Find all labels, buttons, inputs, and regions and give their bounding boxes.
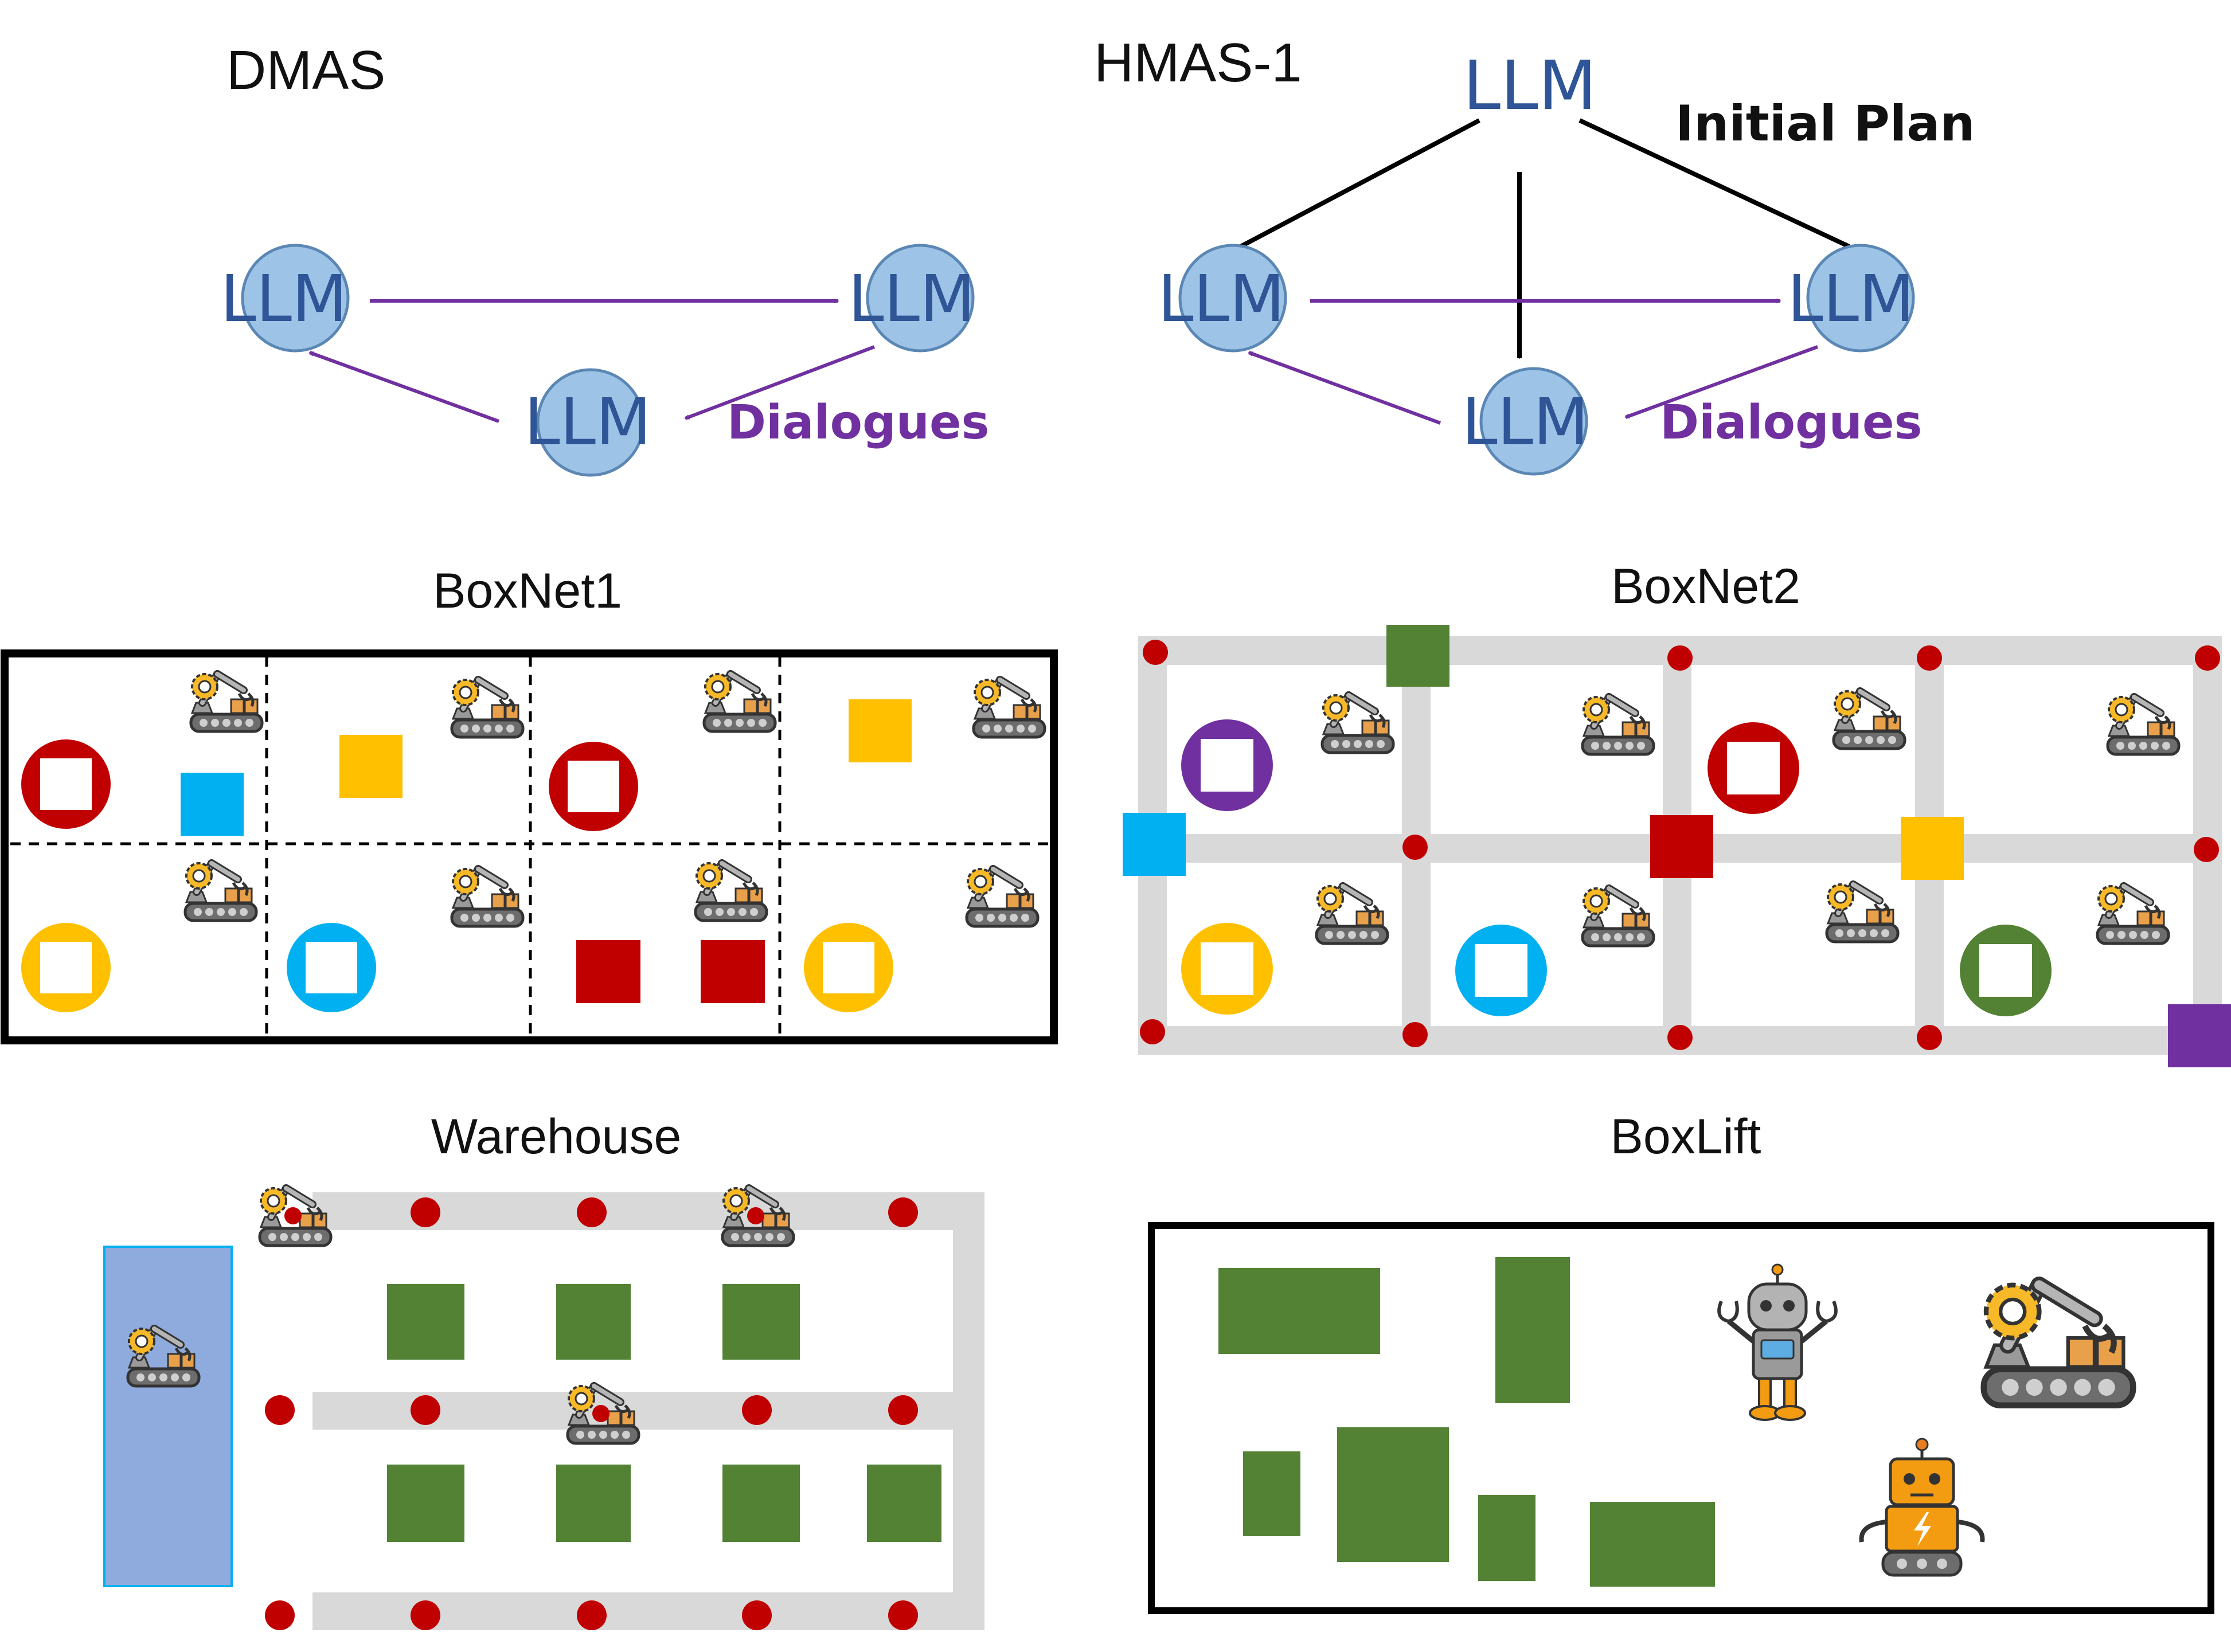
boxnet1-box-red-1	[576, 940, 640, 1003]
warehouse-loading-zone	[103, 1246, 233, 1587]
hmas-edge-right-bottom	[1626, 345, 1819, 419]
dmas-node-left-label: LLM	[220, 262, 347, 336]
boxnet2-panel: BoxNet2	[1123, 559, 2231, 1067]
boxnet1-box-blue	[181, 773, 244, 836]
robot-arm-icon	[2097, 886, 2169, 944]
robot-arm-icon	[1834, 691, 1905, 749]
hmas-dialogues-label: Dialogues	[1660, 396, 1922, 450]
boxnet2-box-purple	[2168, 1004, 2231, 1067]
hmas-title: HMAS-1	[1094, 32, 1302, 93]
warehouse-title: Warehouse	[431, 1109, 682, 1164]
boxnet1-box-yellow-2	[849, 699, 912, 762]
warehouse-shelves	[387, 1284, 941, 1542]
robot-arm-icon	[1583, 888, 1654, 946]
dmas-node-bottom-label: LLM	[524, 385, 651, 460]
hmas-node-left: LLM	[1158, 244, 1287, 353]
boxnet1-target-yellow-1	[21, 923, 111, 1012]
hmas-plan-arrow-right	[1578, 118, 1850, 249]
warehouse-panel: Warehouse	[103, 1109, 984, 1630]
dmas-node-right: LLM	[848, 244, 975, 353]
dmas-node-bottom: LLM	[524, 368, 651, 477]
humanoid-robot-icon	[1717, 1263, 1838, 1421]
robot-arm-icon	[1827, 884, 1898, 942]
boxnet1-target-red-2	[549, 742, 638, 831]
boxnet2-nodes	[1140, 640, 2220, 1050]
dmas-edge-right-bottom	[685, 345, 876, 420]
hmas-diagram: HMAS-1 LLM Initial Plan LLM LLM LLM Dial…	[1094, 32, 1975, 476]
boxnet2-box-blue	[1123, 813, 1186, 876]
hmas-node-left-label: LLM	[1158, 262, 1284, 336]
boxnet2-target-blue	[1455, 925, 1547, 1016]
hmas-node-right-label: LLM	[1787, 262, 1914, 336]
boxnet2-target-red	[1708, 722, 1799, 814]
boxnet2-box-green	[1386, 625, 1449, 687]
boxlift-boxes	[1218, 1257, 1715, 1587]
hmas-node-bottom: LLM	[1462, 367, 1589, 476]
boxnet2-title: BoxNet2	[1611, 559, 1800, 614]
boxlift-panel: BoxLift	[1148, 1109, 2214, 1614]
boxnet2-target-yellow	[1181, 923, 1273, 1015]
robot-arm-icon	[1316, 886, 1388, 944]
hmas-plan-arrow-left	[1237, 118, 1480, 250]
robot-arm-icon	[1583, 697, 1654, 754]
tracked-robot-icon	[1859, 1438, 1985, 1577]
boxnet1-target-red-1	[21, 739, 111, 829]
robot-arm-icon	[2108, 697, 2179, 754]
boxnet2-box-red	[1650, 815, 1713, 878]
boxlift-title: BoxLift	[1611, 1109, 1761, 1164]
boxnet1-panel: BoxNet1	[1, 563, 1058, 1044]
boxnet2-target-purple	[1181, 719, 1273, 811]
dmas-node-right-label: LLM	[848, 262, 975, 336]
dmas-edge-bottom-left	[310, 351, 500, 423]
dmas-node-left: LLM	[220, 244, 350, 353]
boxnet2-box-yellow	[1901, 817, 1964, 880]
hmas-initial-plan-label: Initial Plan	[1675, 95, 1975, 152]
hmas-edge-bottom-left	[1249, 351, 1441, 425]
boxnet1-target-yellow-2	[804, 923, 893, 1012]
boxnet1-box-red-2	[701, 940, 765, 1003]
dmas-title: DMAS	[226, 40, 385, 101]
robot-arm-icon	[1322, 695, 1393, 753]
hmas-root-label: LLM	[1463, 46, 1596, 125]
boxnet1-title: BoxNet1	[433, 563, 622, 618]
hmas-node-bottom-label: LLM	[1462, 385, 1588, 460]
warehouse-nodes	[265, 1197, 918, 1630]
dmas-dialogues-label: Dialogues	[727, 396, 989, 450]
hmas-node-right: LLM	[1787, 244, 1915, 353]
dmas-diagram: DMAS LLM LLM LLM Dialogues	[220, 40, 989, 477]
boxnet1-box-yellow-1	[339, 735, 403, 798]
boxnet1-grid-lines	[10, 656, 1049, 1038]
boxnet1-target-blue-1	[287, 923, 376, 1012]
boxnet2-target-green	[1960, 925, 2052, 1016]
